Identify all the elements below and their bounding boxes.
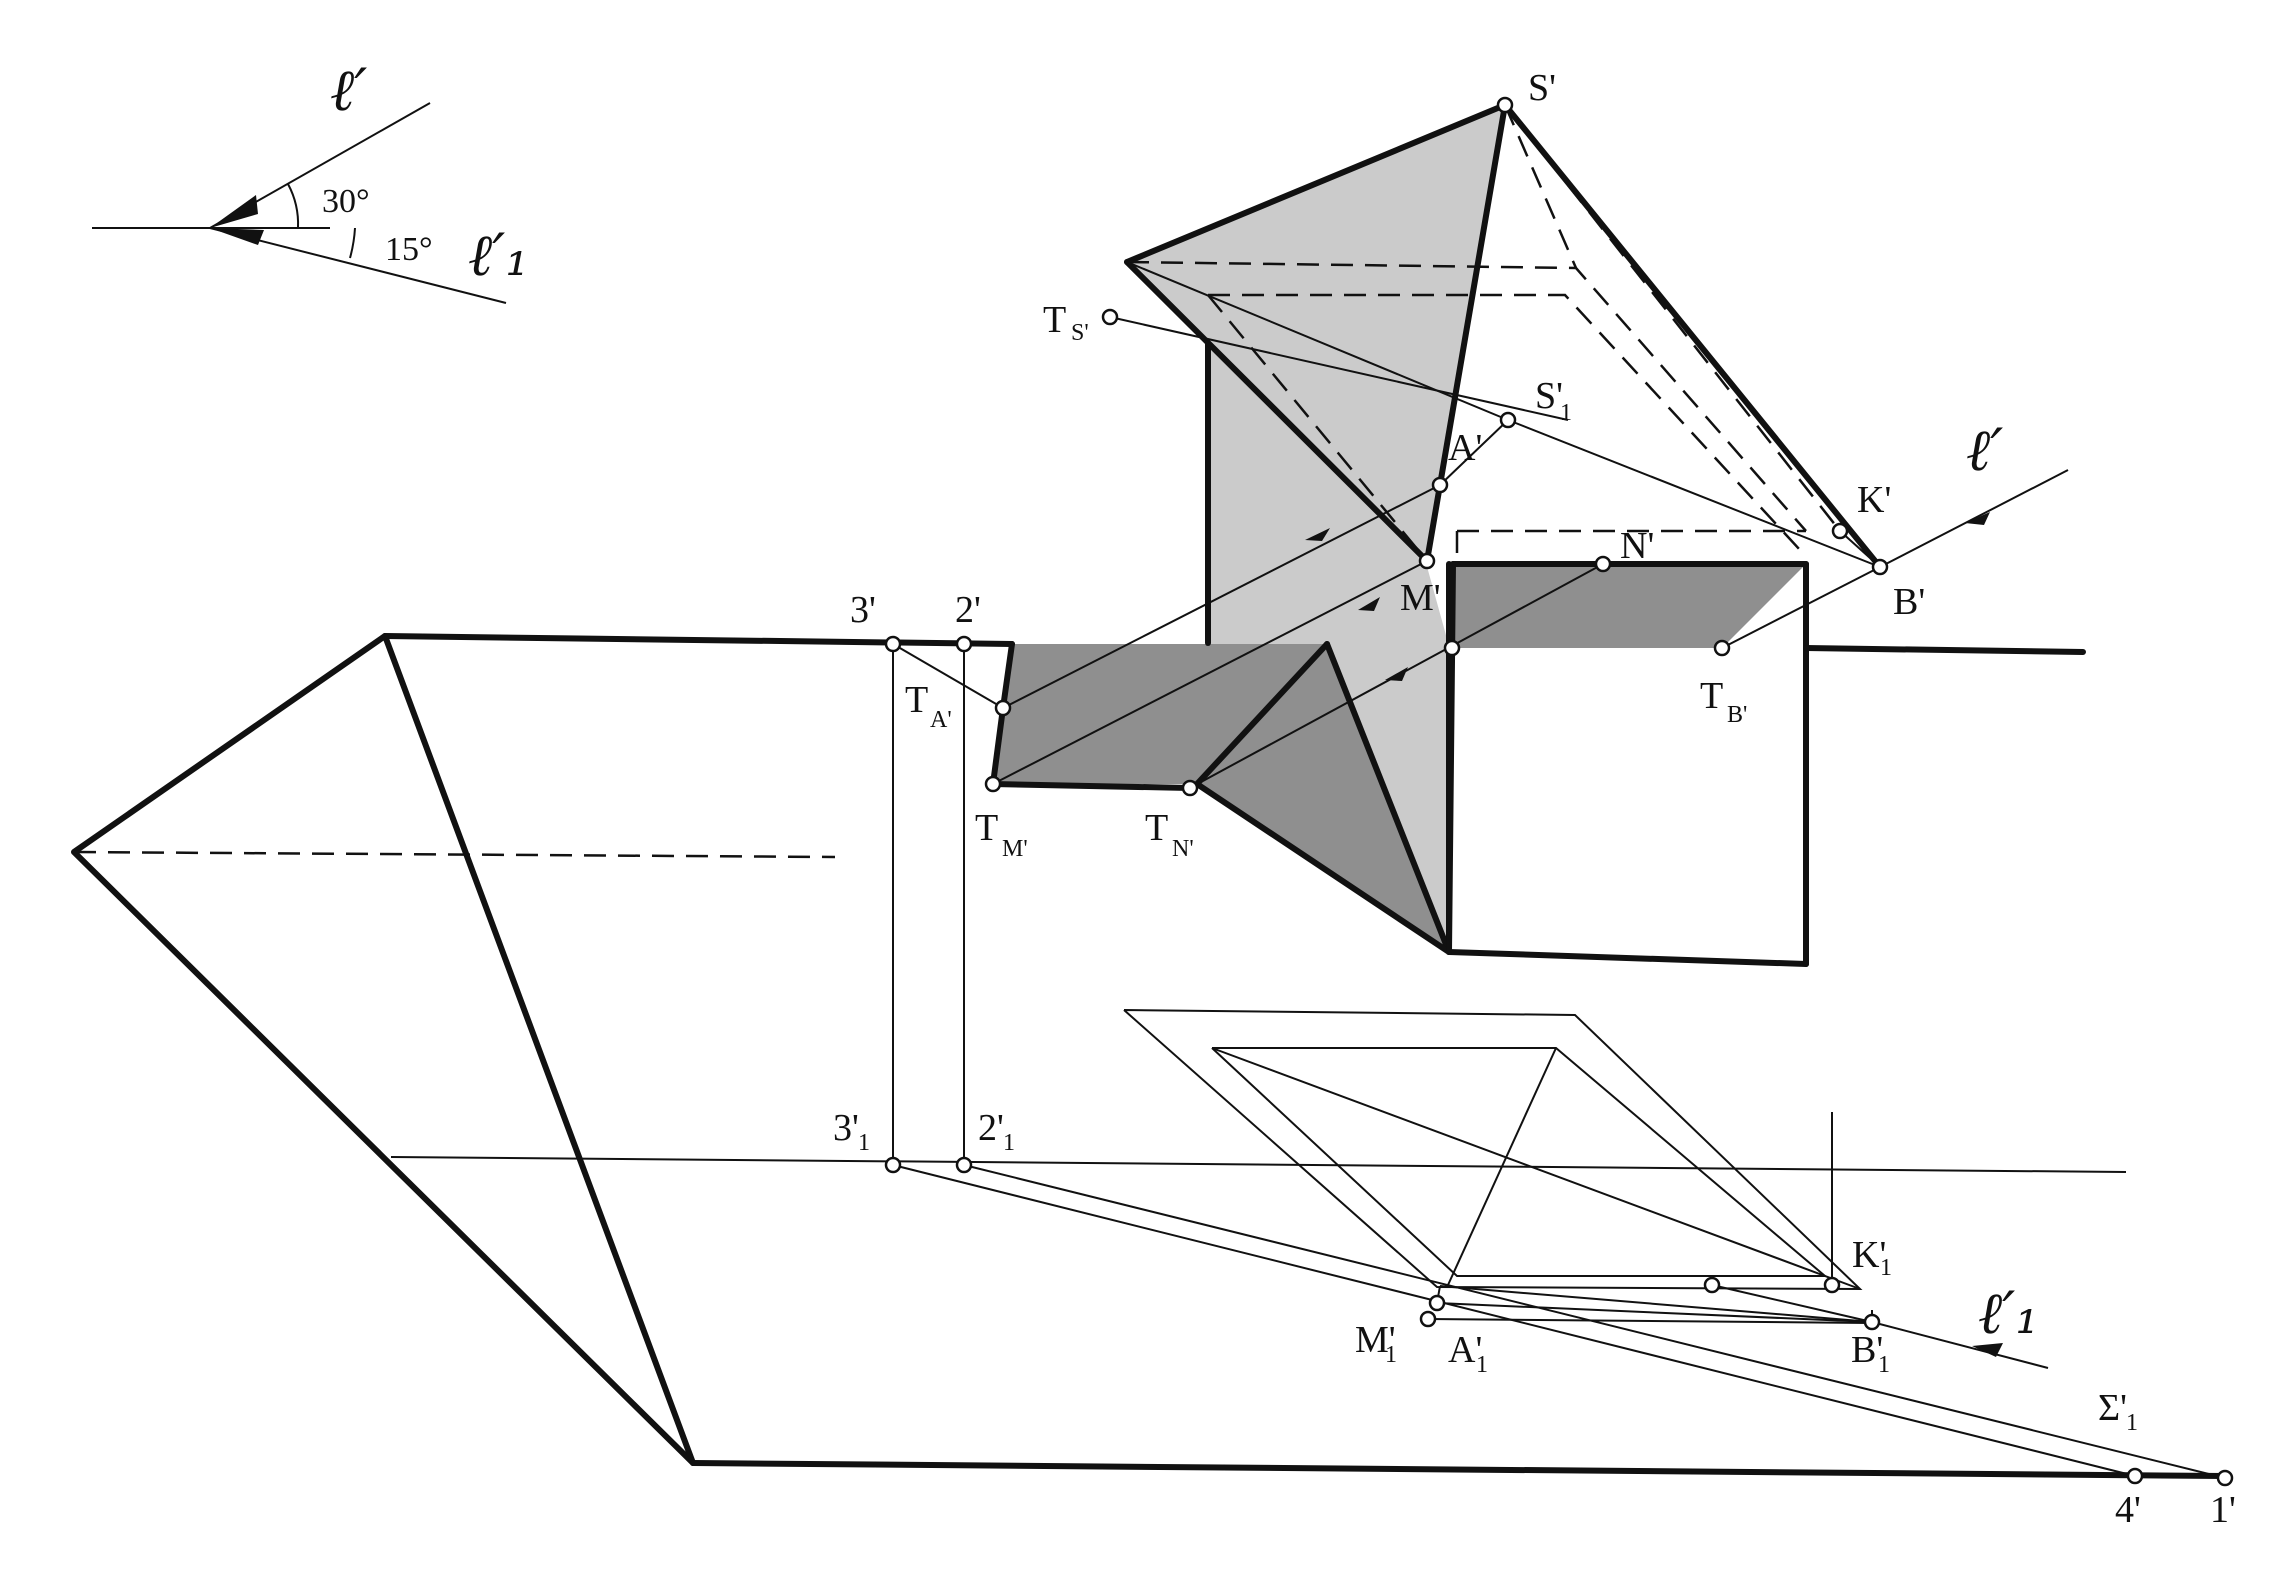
light-ray-symbol-right: ℓ′ — [1966, 416, 2003, 484]
point-M1 — [1419, 1310, 1437, 1328]
label-TN: T — [1145, 807, 1168, 849]
pyramid-shaded-face — [1127, 105, 1505, 562]
point-labels: S' S' 1 A' M' N' K' B' T S' T A' T M' T … — [833, 67, 2236, 1531]
label-3: 3' — [850, 589, 876, 631]
point-mid-plan — [1703, 1276, 1721, 1294]
point-N — [1594, 555, 1612, 573]
label-N: N' — [1620, 525, 1654, 567]
point-A1 — [1428, 1294, 1446, 1312]
label-S1: S' — [1535, 375, 1563, 417]
label-K1-sub: 1 — [1880, 1255, 1892, 1281]
label-B1-sub: 1 — [1878, 1352, 1890, 1378]
label-M: M' — [1400, 577, 1441, 619]
label-TN-sub: N' — [1172, 836, 1194, 862]
shadow-construction-lines — [892, 469, 2069, 1165]
point-1 — [2216, 1469, 2234, 1487]
point-TN — [1181, 779, 1199, 797]
light-direction-legend: ℓ′ ℓ′₁ 30° 15° — [92, 56, 529, 304]
label-K1: K' — [1852, 1234, 1886, 1276]
label-TB-sub: B' — [1727, 702, 1747, 728]
label-M1-sub: 1 — [1385, 1342, 1397, 1368]
angle-30-label: 30° — [322, 183, 370, 220]
label-B: B' — [1893, 581, 1925, 623]
point-2 — [955, 635, 973, 653]
label-B1: B' — [1851, 1329, 1883, 1371]
point-TM — [984, 775, 1002, 793]
angle-15-label: 15° — [385, 231, 433, 268]
label-TA-sub: A' — [930, 707, 952, 733]
label-Sigma1-sub: 1 — [2126, 1410, 2138, 1436]
point-2-1 — [955, 1156, 973, 1174]
label-S1-sub: 1 — [1560, 400, 1572, 426]
point-M — [1418, 552, 1436, 570]
label-1: 1' — [2210, 1489, 2236, 1531]
label-2-1-sub: 1 — [1003, 1130, 1015, 1156]
point-B1 — [1863, 1313, 1881, 1331]
cast-shadow-on-top-face — [1453, 564, 1806, 648]
point-TA — [994, 699, 1012, 717]
large-pyramid — [71, 633, 2227, 1479]
label-TS-sub: S' — [1071, 320, 1089, 346]
label-Sigma1: Σ' — [2098, 1387, 2127, 1429]
label-M1: M' — [1355, 1319, 1396, 1361]
point-S1 — [1499, 411, 1517, 429]
light-ray-plan-symbol: ℓ′₁ — [468, 221, 529, 289]
label-TM-sub: M' — [1002, 836, 1028, 862]
point-TS — [1101, 308, 1119, 326]
light-ray-symbol: ℓ′ — [330, 56, 367, 124]
point-A — [1431, 476, 1449, 494]
label-K: K' — [1857, 479, 1891, 521]
point-K1 — [1823, 1276, 1841, 1294]
label-A1: A' — [1448, 1329, 1482, 1371]
point-3 — [884, 635, 902, 653]
point-box-corner — [1443, 639, 1461, 657]
label-A: A' — [1448, 427, 1482, 469]
point-4 — [2126, 1467, 2144, 1485]
point-S — [1496, 96, 1514, 114]
point-TB — [1713, 639, 1731, 657]
plan-view — [390, 1009, 2226, 1479]
label-2-1: 2' — [978, 1107, 1004, 1149]
label-TA: T — [905, 679, 928, 721]
label-3-1-sub: 1 — [858, 1130, 870, 1156]
label-TB: T — [1700, 675, 1723, 717]
light-ray-plan-symbol-right: ℓ′₁ — [1978, 1279, 2039, 1347]
label-A1-sub: 1 — [1476, 1352, 1488, 1378]
point-3-1 — [884, 1156, 902, 1174]
label-4: 4' — [2115, 1489, 2141, 1531]
label-TM: T — [975, 807, 998, 849]
label-S: S' — [1528, 67, 1556, 109]
point-K — [1831, 522, 1849, 540]
label-TS: T — [1043, 299, 1066, 341]
point-B — [1871, 558, 1889, 576]
points — [884, 96, 2234, 1487]
label-3-1: 3' — [833, 1107, 859, 1149]
label-2: 2' — [955, 589, 981, 631]
